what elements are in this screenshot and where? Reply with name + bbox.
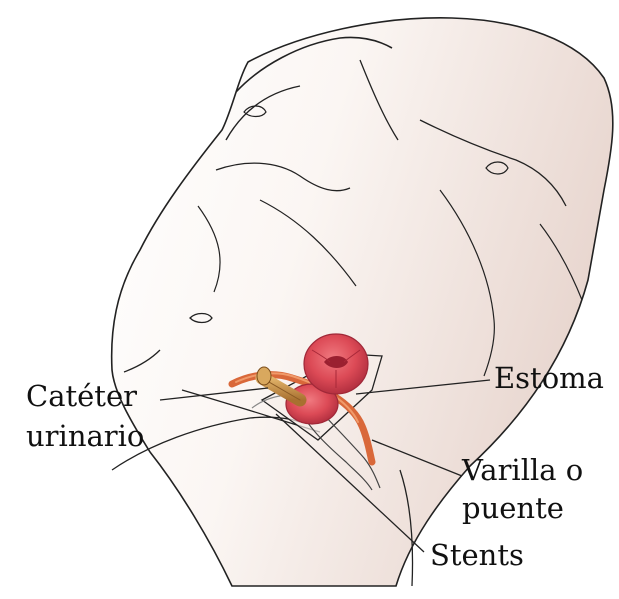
label-stoma: Estoma	[494, 361, 604, 395]
label-stents: Stents	[430, 538, 524, 572]
label-rod-line1: Varilla o	[461, 453, 583, 487]
label-catheter-line1: Catéter	[26, 379, 137, 413]
label-rod-line2: puente	[462, 491, 564, 525]
label-catheter-line2: urinario	[26, 419, 144, 453]
catheter-tip	[257, 367, 271, 385]
